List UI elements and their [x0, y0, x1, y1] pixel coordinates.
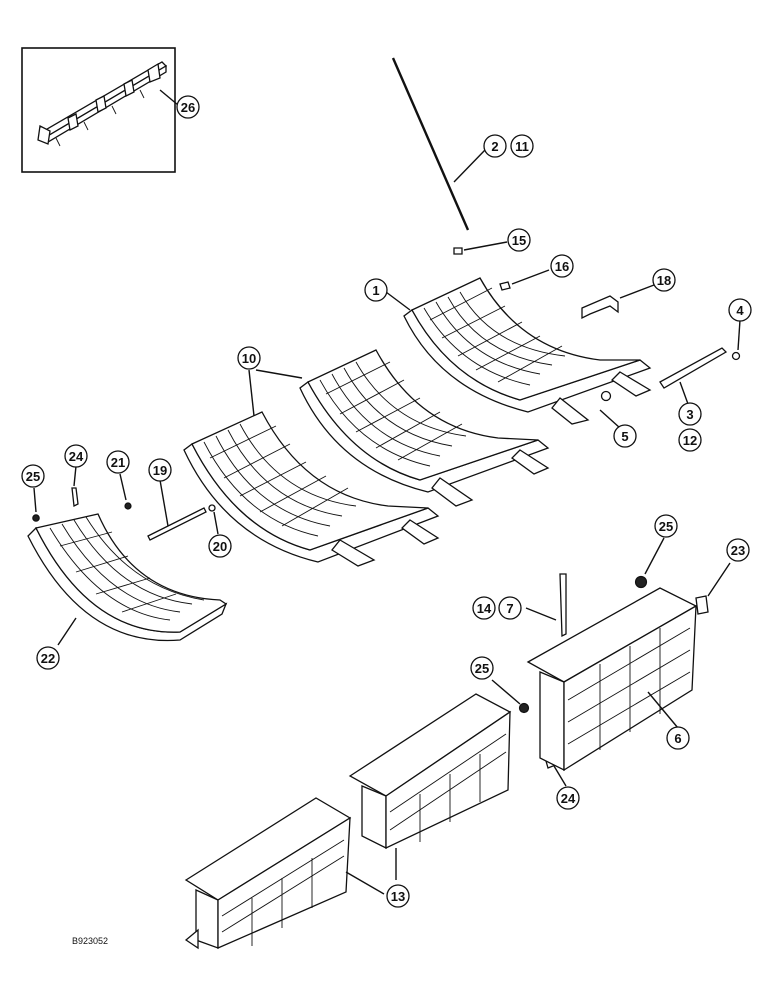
concave-section-10a	[299, 349, 550, 507]
callout-5: 5	[613, 424, 637, 448]
callout-13: 13	[386, 884, 410, 908]
svg-text:2: 2	[491, 139, 498, 154]
callout-12: 12	[678, 428, 702, 452]
callout-19: 19	[148, 458, 172, 482]
callout-11: 11	[510, 134, 534, 158]
svg-text:19: 19	[153, 463, 167, 478]
callout-21: 21	[106, 450, 130, 474]
svg-text:22: 22	[41, 651, 55, 666]
svg-text:10: 10	[242, 351, 256, 366]
callout-7: 7	[498, 596, 522, 620]
svg-text:24: 24	[561, 791, 576, 806]
svg-text:5: 5	[621, 429, 628, 444]
callout-24-upper: 24	[64, 444, 88, 468]
svg-text:24: 24	[69, 449, 84, 464]
callout-15: 15	[507, 228, 531, 252]
svg-text:25: 25	[475, 661, 489, 676]
svg-text:16: 16	[555, 259, 569, 274]
svg-text:7: 7	[506, 601, 513, 616]
grate-box-6	[526, 587, 698, 772]
svg-text:6: 6	[674, 731, 681, 746]
grate-box-13b	[184, 797, 352, 950]
svg-text:20: 20	[213, 539, 227, 554]
svg-text:15: 15	[512, 233, 526, 248]
callout-24-lower: 24	[556, 786, 580, 810]
svg-text:14: 14	[477, 601, 492, 616]
svg-text:23: 23	[731, 543, 745, 558]
callout-10: 10	[237, 346, 261, 370]
svg-text:21: 21	[111, 455, 125, 470]
svg-text:12: 12	[683, 433, 697, 448]
long-rod	[391, 57, 470, 231]
callout-25-upper: 25	[21, 464, 45, 488]
callout-23: 23	[726, 538, 750, 562]
grate-box-13a	[348, 693, 512, 850]
concave-section-10b	[183, 411, 440, 567]
inset-rail-assembly	[21, 47, 176, 173]
callout-25-mid: 25	[470, 656, 494, 680]
concave-section-1	[403, 277, 652, 425]
callout-4: 4	[728, 298, 752, 322]
callout-18: 18	[652, 268, 676, 292]
callout-25-right: 25	[654, 514, 678, 538]
svg-text:3: 3	[686, 407, 693, 422]
leader-lines	[33, 89, 741, 895]
svg-text:26: 26	[181, 100, 195, 115]
svg-text:18: 18	[657, 273, 671, 288]
svg-text:4: 4	[736, 303, 744, 318]
callout-14: 14	[472, 596, 496, 620]
svg-text:25: 25	[26, 469, 40, 484]
callout-3: 3	[678, 402, 702, 426]
callout-22: 22	[36, 646, 60, 670]
grate-22	[27, 513, 228, 642]
svg-text:11: 11	[515, 139, 529, 154]
svg-text:13: 13	[391, 889, 405, 904]
svg-text:1: 1	[372, 283, 379, 298]
callout-20: 20	[208, 534, 232, 558]
callout-26: 26	[176, 95, 200, 119]
callout-16: 16	[550, 254, 574, 278]
callout-2: 2	[483, 134, 507, 158]
reference-code: B923052	[72, 936, 108, 946]
callout-1: 1	[364, 278, 388, 302]
svg-text:25: 25	[659, 519, 673, 534]
callout-6: 6	[666, 726, 690, 750]
